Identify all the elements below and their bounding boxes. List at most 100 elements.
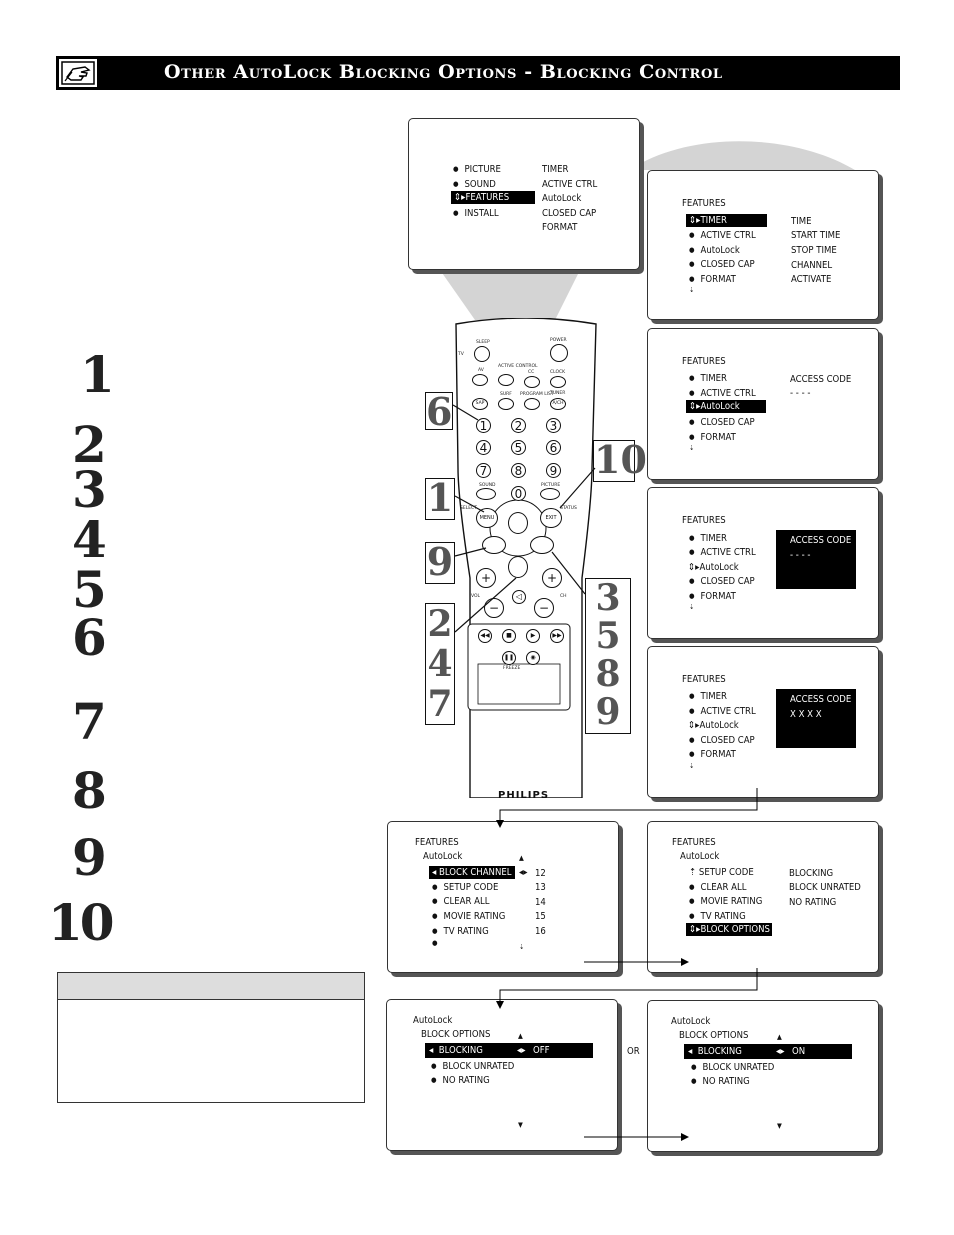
left-right-icon: ◂▸ [776, 1046, 785, 1057]
menu-item-timer-selected: ⇕▸TIMER [686, 214, 767, 227]
left-right-icon: ◂▸ [517, 1045, 526, 1056]
record-button[interactable]: ◉ [526, 651, 540, 665]
vol-label: VOL [471, 594, 481, 599]
brand-logo: PHILIPS [498, 790, 550, 801]
cursor-left-button[interactable] [482, 536, 506, 554]
picture-button[interactable] [540, 488, 560, 500]
select-label: SELECT [460, 506, 477, 511]
submenu-item: BLOCK UNRATED [789, 882, 861, 893]
menu-item-sound: SOUND [453, 180, 496, 190]
step-number-2: 2 [72, 415, 107, 474]
submenu-timer: TIMER [542, 164, 569, 175]
remote-control: SLEEP POWER TV AV ACTIVE CONTROL CC CLOC… [452, 318, 600, 801]
submenu-closed-cap: CLOSED CAP [542, 208, 597, 219]
sound-button[interactable] [476, 488, 496, 500]
mute-button[interactable]: ◁ [512, 590, 526, 604]
menu-item: CLEAR ALL [689, 883, 747, 893]
scroll-down-icon: ⇣ [689, 444, 695, 452]
step-number-5: 5 [72, 560, 107, 619]
scroll-down-icon: ⇣ [689, 762, 695, 770]
volume-down-button[interactable]: − [484, 598, 504, 618]
access-code-box: ACCESS CODE - - - - [776, 530, 856, 589]
digit-0-button[interactable]: 0 [511, 486, 526, 501]
access-code-value: X X X X [790, 709, 822, 720]
submenu-autolock: AutoLock [542, 193, 582, 204]
freeze-label: FREEZE [503, 666, 521, 671]
power-button[interactable] [550, 344, 568, 362]
stop-button[interactable]: ■ [502, 629, 516, 643]
menu-item: TV RATING [689, 912, 746, 922]
clock-button[interactable] [550, 376, 566, 388]
digit-6-button[interactable]: 6 [546, 440, 561, 455]
menu-item: MOVIE RATING [432, 912, 506, 922]
screen-block-options-off: AutoLock BLOCK OPTIONS ▲ ◂ BLOCKING ◂▸ O… [386, 999, 618, 1151]
sleep-button[interactable] [474, 346, 490, 362]
screen-main-menu: PICTURE SOUND ⇕▸FEATURES INSTALL TIMER A… [408, 118, 640, 270]
volume-up-button[interactable]: + [476, 568, 496, 588]
clock-label: CLOCK [550, 370, 566, 375]
sap-button[interactable]: SAP [472, 398, 488, 410]
menu-item: BLOCK UNRATED [431, 1062, 515, 1072]
channel-up-button[interactable]: + [542, 568, 562, 588]
digit-4-button[interactable]: 4 [476, 440, 491, 455]
channel-number: 12 [535, 868, 546, 879]
exit-button[interactable]: EXIT [540, 508, 562, 528]
scroll-down-icon: ⇣ [689, 603, 695, 611]
digit-2-button[interactable]: 2 [511, 418, 526, 433]
digit-1-button[interactable]: 1 [476, 418, 491, 433]
blocking-label: BLOCKING [697, 1046, 742, 1057]
screen-subtitle: BLOCK OPTIONS [679, 1030, 749, 1041]
channel-number: 13 [535, 882, 546, 893]
menu-item: CLOSED CAP [689, 418, 755, 428]
blocking-value: OFF [533, 1045, 550, 1056]
screen-title: FEATURES [682, 674, 726, 685]
or-label: OR [627, 1046, 640, 1057]
menu-item: BLOCK UNRATED [691, 1063, 775, 1073]
step-number-6: 6 [72, 608, 107, 667]
rewind-button[interactable]: ◀◀ [478, 629, 492, 643]
digit-8-button[interactable]: 8 [511, 463, 526, 478]
pause-button[interactable]: ❚❚ [502, 651, 516, 665]
menu-item: FORMAT [689, 592, 736, 602]
step-number-7: 7 [72, 692, 107, 751]
digit-3-button[interactable]: 3 [546, 418, 561, 433]
scroll-down-icon: ⇣ [519, 943, 525, 951]
active-control-button[interactable] [498, 374, 514, 386]
fast-forward-button[interactable]: ▶▶ [550, 629, 564, 643]
av-button[interactable] [472, 374, 488, 386]
cursor-up-button[interactable] [508, 512, 528, 534]
digit-9-button[interactable]: 9 [546, 463, 561, 478]
note-heading [58, 973, 364, 1000]
menu-item: TIMER [689, 534, 727, 544]
surf-button[interactable] [498, 398, 514, 410]
menu-item-install: INSTALL [453, 209, 499, 219]
step-number-10: 10 [48, 893, 115, 952]
cc-button[interactable] [524, 376, 540, 388]
digit-5-button[interactable]: 5 [511, 440, 526, 455]
scroll-down-icon: ▼ [777, 1122, 782, 1130]
channel-down-button[interactable]: − [534, 598, 554, 618]
step-number-8: 8 [72, 761, 107, 820]
cc-label: CC [528, 370, 535, 375]
screen-title: AutoLock [671, 1016, 711, 1027]
callout-step-6: 6 [425, 389, 453, 434]
submenu-active-ctrl: ACTIVE CTRL [542, 179, 598, 190]
menu-button[interactable]: MENU [476, 508, 498, 528]
menu-item: TIMER [689, 374, 727, 384]
screen-title: AutoLock [413, 1015, 453, 1026]
a-ch-button[interactable]: A/CH [550, 398, 566, 410]
cursor-right-button[interactable] [530, 536, 554, 554]
menu-item: FORMAT [689, 433, 736, 443]
pointing-hand-icon [58, 58, 98, 88]
menu-item-autolock-cursor: ⇕▸AutoLock [688, 562, 739, 573]
access-code-box: ACCESS CODE X X X X [776, 689, 856, 748]
ch-label: CH [560, 594, 567, 599]
cursor-down-button[interactable] [508, 556, 528, 578]
digit-7-button[interactable]: 7 [476, 463, 491, 478]
blocking-row-selected: ◂ BLOCKING ◂▸ ON [684, 1044, 852, 1059]
program-list-button[interactable] [524, 398, 540, 410]
play-button[interactable]: ▶ [526, 629, 540, 643]
surf-label: SURF [500, 392, 512, 397]
